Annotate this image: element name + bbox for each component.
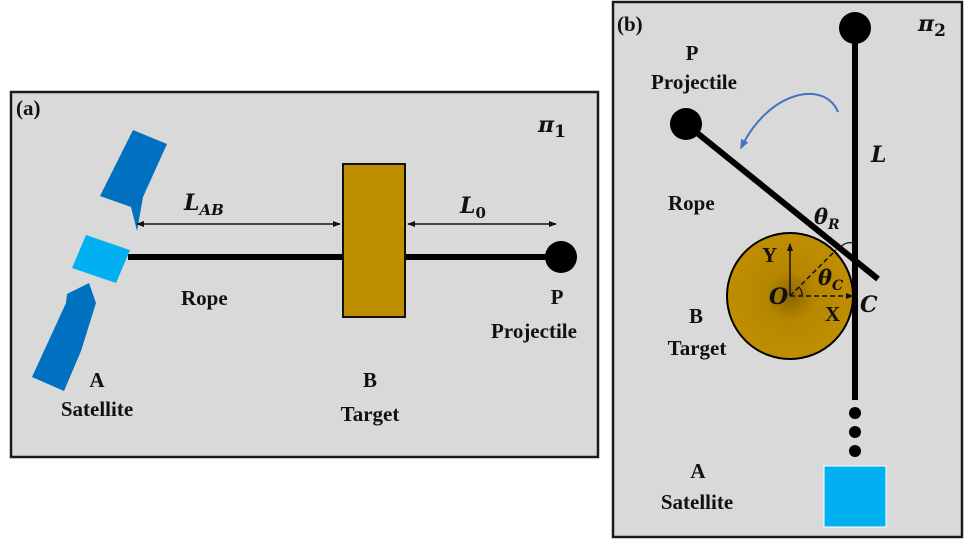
projectile-p-letter: P	[551, 285, 564, 309]
satellite-a-name: Satellite	[61, 397, 133, 421]
satellite-a-name-b: Satellite	[661, 490, 733, 514]
plane-pi1-label: π1	[537, 112, 566, 142]
projectile-p-ball-b	[670, 108, 702, 140]
origin-o-label: O	[769, 284, 788, 310]
rope-a-label: Rope	[181, 286, 228, 310]
target-b-letter: B	[363, 368, 377, 392]
target-b-block	[342, 163, 406, 318]
continuation-dot-2	[849, 426, 861, 438]
dimension-l0-label: L0	[459, 193, 486, 222]
rope-end-ball	[839, 12, 871, 44]
radius-to-contact	[789, 249, 837, 297]
axis-y-label: Y	[762, 243, 777, 267]
rotation-arrow	[740, 92, 839, 150]
panel-b: (b) π2 L θR θC Y	[611, 0, 964, 539]
satellite-a	[32, 130, 167, 391]
projectile-p-name-b: Projectile	[651, 70, 737, 94]
theta-c-arc	[798, 286, 803, 297]
continuation-dot-3	[849, 445, 861, 457]
length-l-label: L	[870, 142, 886, 168]
theta-c-label: θC	[818, 265, 843, 294]
theta-r-arc	[839, 242, 854, 249]
projectile-p-name: Projectile	[491, 319, 577, 343]
panel-a-tag: (a)	[16, 96, 41, 120]
target-b-name-b: Target	[668, 336, 727, 360]
solar-panel-lower	[32, 283, 96, 391]
projectile-p-ball	[545, 241, 577, 273]
satellite-a-square	[823, 465, 887, 528]
dimension-lab-label: LAB	[183, 190, 224, 219]
plane-pi2-label: π2	[917, 11, 946, 41]
contact-c-label: C	[860, 292, 878, 318]
target-b-letter-b: B	[689, 304, 703, 328]
axis-x-label: X	[825, 302, 840, 326]
panel-b-tag: (b)	[617, 12, 643, 36]
satellite-a-letter-b: A	[690, 459, 706, 483]
target-b-name: Target	[341, 402, 400, 426]
rope-b-label: Rope	[668, 191, 715, 215]
solar-panel-upper	[100, 130, 167, 231]
panel-a: (a) π1 LAB L0 Rope A Satellite	[9, 90, 600, 459]
satellite-a-letter: A	[89, 368, 105, 392]
theta-r-label: θR	[814, 204, 840, 233]
continuation-dot-1	[849, 407, 861, 419]
projectile-p-letter-b: P	[686, 41, 699, 65]
satellite-body	[72, 235, 130, 283]
rope-b-angled	[684, 121, 880, 282]
